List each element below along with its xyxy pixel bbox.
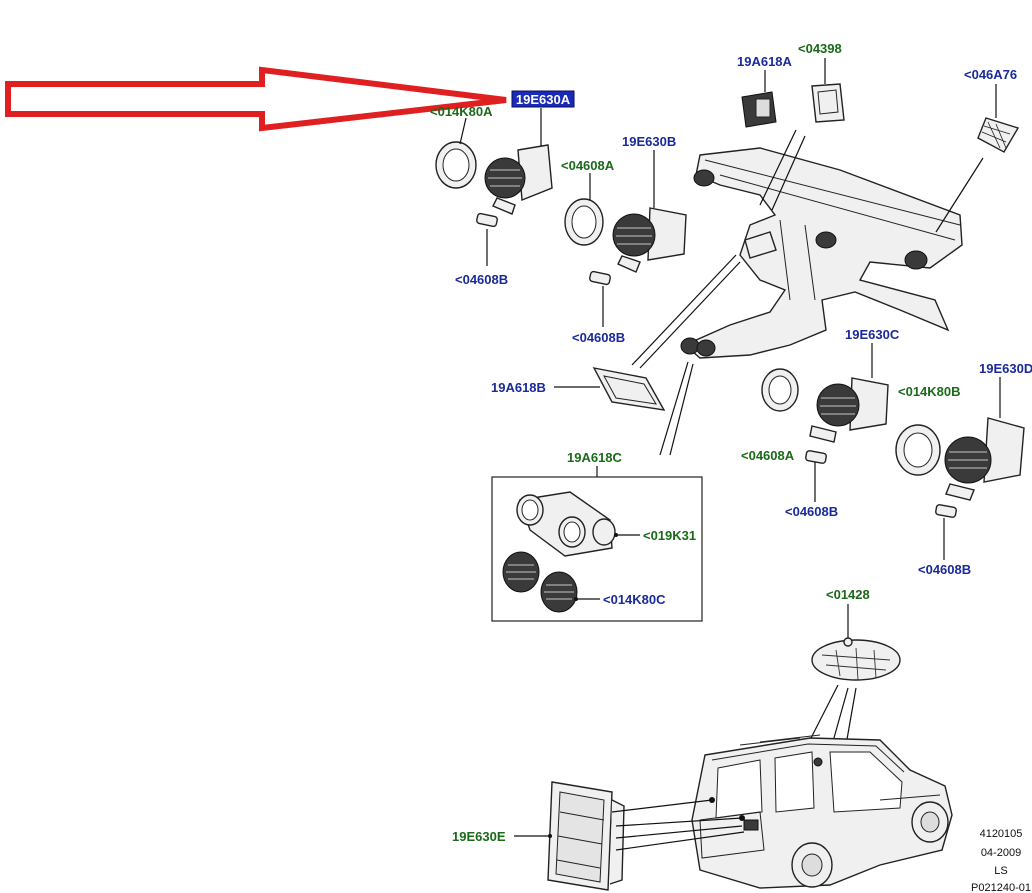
vent-assembly-19e630b [564,150,687,327]
label-01428: <01428 [826,587,870,602]
subassembly-19a618c [491,466,703,622]
label-19a618a: 19A618A [737,54,793,69]
highlight-label[interactable]: 19E630A [511,90,575,108]
dashboard-duct-assembly [631,129,984,456]
label-019k31: <019K31 [643,528,696,543]
footer-line-3: LS [994,865,1007,877]
label-04608b-4: <04608B [918,562,971,577]
clip-04398 [811,58,845,123]
label-04608b-1: <04608B [455,272,508,287]
label-014k80c: <014K80C [603,592,666,607]
label-014k80b: <014K80B [898,384,961,399]
vent-assembly-19e630a [435,108,553,266]
grille-046a76 [977,84,1020,153]
label-04608a-1: <04608A [561,158,615,173]
vehicle-illustration [691,734,953,889]
duct-plate-19a618b [554,367,666,411]
label-04398: <04398 [798,41,842,56]
label-046a76: <046A76 [964,67,1017,82]
lamp-01428 [809,604,901,746]
callout-arrow [5,66,507,132]
footer-line-1: 4120105 [980,828,1023,840]
label-014k80a: <014K80A [430,104,493,119]
footer-line-2: 04-2009 [981,847,1021,859]
label-19e630c: 19E630C [845,327,900,342]
label-04608b-3: <04608B [785,504,838,519]
clip-19a618a [741,70,777,128]
label-19e630b: 19E630B [622,134,676,149]
vent-assembly-19e630c [761,343,889,502]
rear-vent-19e630e [514,781,745,891]
label-19a618c: 19A618C [567,450,623,465]
label-19e630d: 19E630D [979,361,1032,376]
label-04608b-2: <04608B [572,330,625,345]
highlight-label-text: 19E630A [516,92,571,107]
label-19e630e: 19E630E [452,829,506,844]
label-19a618b: 19A618B [491,380,546,395]
vent-assembly-19e630d [895,377,1025,560]
label-04608a-2: <04608A [741,448,795,463]
footer-line-4: P021240-01 [971,882,1031,893]
